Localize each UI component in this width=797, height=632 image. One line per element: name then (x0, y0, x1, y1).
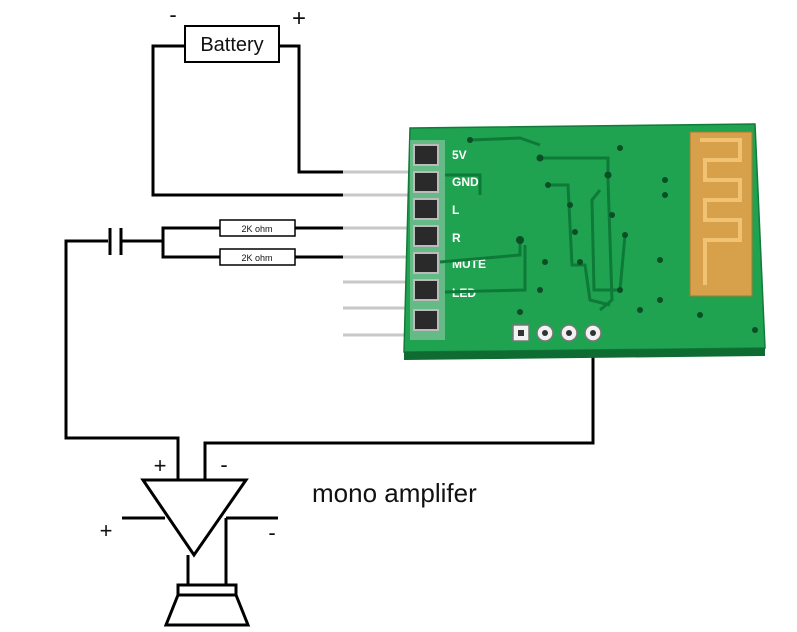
pcb-bottom-pads (512, 324, 602, 342)
pad-2 (413, 171, 439, 193)
battery: Battery - + (169, 2, 306, 63)
mono-amplifier: mono amplifer + - + - (100, 452, 477, 558)
via (604, 171, 612, 179)
via (662, 177, 668, 183)
speaker-cone (163, 593, 251, 627)
pcb-pads (413, 144, 439, 331)
trace-2 (439, 240, 522, 264)
bottom-pad-square-hole (518, 330, 524, 336)
capacitor (108, 228, 123, 255)
bottom-pad-round-hole (542, 330, 548, 336)
pad-1 (413, 144, 439, 166)
via (516, 236, 524, 244)
pin-label-gnd: GND (452, 175, 479, 189)
bottom-pad-round-hole (566, 330, 572, 336)
pad-3 (413, 198, 439, 220)
via (609, 212, 615, 218)
pin-label-5v: 5V (452, 148, 467, 162)
pcb-vias (467, 137, 758, 333)
resistor-2-label: 2K ohm (241, 253, 272, 263)
pin-label-r: R (452, 231, 461, 245)
resistor-1-body (219, 219, 296, 237)
battery-plus-sign: + (292, 5, 306, 32)
amplifier-input-minus-sign: - (220, 452, 227, 477)
via (577, 259, 583, 265)
pad-7 (413, 309, 439, 331)
bluetooth-module: 5V GND L R MUTE LED (343, 123, 766, 360)
pad-5 (413, 252, 439, 274)
via (657, 257, 663, 263)
via (622, 232, 628, 238)
wire-audio-in (64, 239, 180, 475)
via (662, 192, 668, 198)
resistor-2-body (219, 248, 296, 266)
pcb-antenna-trace (700, 138, 742, 285)
via (467, 137, 473, 143)
pin-label-l: L (452, 203, 459, 217)
pad-4 (413, 225, 439, 247)
trace-4 (548, 183, 611, 307)
wire-battery-plus (279, 44, 365, 174)
trace-3 (444, 245, 527, 294)
via (697, 312, 703, 318)
battery-label: Battery (200, 34, 263, 56)
via (617, 287, 623, 293)
via (545, 182, 551, 188)
via (537, 287, 543, 293)
pcb-traces (439, 136, 627, 312)
resistor-1: 2K ohm (219, 219, 296, 237)
speaker (163, 583, 251, 627)
via (567, 202, 573, 208)
amplifier-title: mono amplifer (312, 478, 477, 508)
pcb-board-edge (404, 348, 765, 360)
pad-6 (413, 279, 439, 301)
via (572, 229, 578, 235)
via (536, 154, 544, 162)
via (517, 309, 523, 315)
trace-7 (469, 136, 541, 147)
amplifier-triangle (140, 478, 249, 558)
via (657, 297, 663, 303)
via (752, 327, 758, 333)
amplifier-power-minus-sign: - (268, 520, 275, 545)
via (637, 307, 643, 313)
amplifier-power-plus-sign: + (100, 518, 113, 543)
bottom-pad-round-hole (590, 330, 596, 336)
battery-body (184, 25, 280, 63)
via (617, 145, 623, 151)
resistor-1-label: 2K ohm (241, 224, 272, 234)
amplifier-input-plus-sign: + (154, 453, 167, 478)
resistor-2: 2K ohm (219, 248, 296, 266)
trace-6 (445, 173, 482, 195)
wire-battery-minus (151, 44, 365, 197)
wire-ground-return (203, 335, 595, 475)
trace-5 (590, 189, 627, 292)
wire-res-junction (161, 226, 220, 259)
via (542, 259, 548, 265)
battery-minus-sign: - (169, 2, 176, 27)
pcb-antenna (689, 131, 753, 297)
